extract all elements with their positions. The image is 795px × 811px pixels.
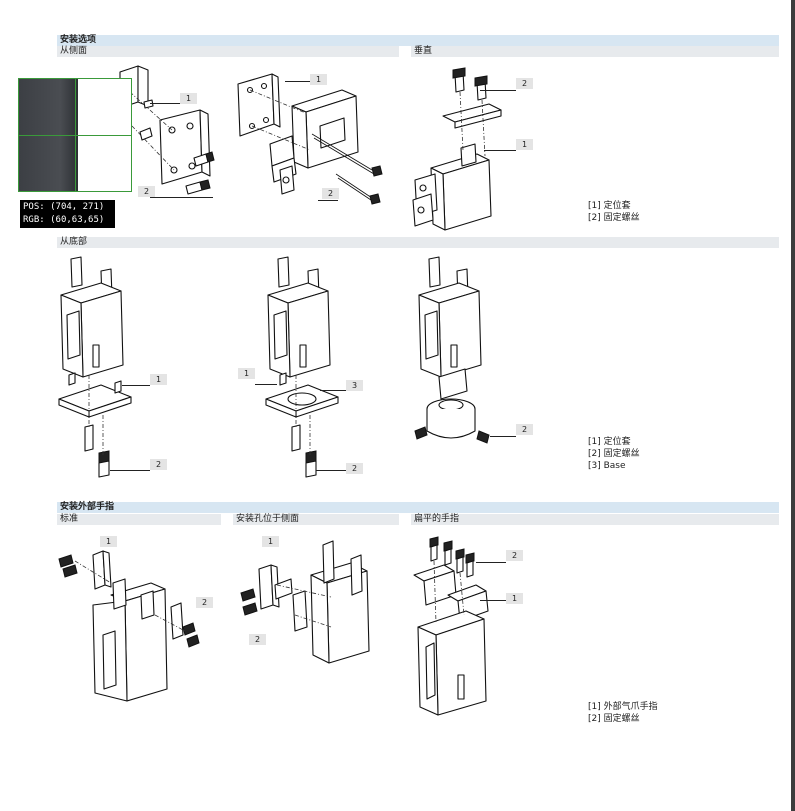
callout-1: 1 bbox=[100, 536, 117, 547]
callout-2: 2 bbox=[150, 459, 167, 470]
callout-1: 1 bbox=[150, 374, 167, 385]
probe-rgb-label: RGB: bbox=[23, 215, 45, 225]
color-probe-magnifier bbox=[18, 78, 132, 192]
callout-2: 2 bbox=[322, 188, 339, 199]
legend-item: [2] 固定螺丝 bbox=[588, 213, 640, 223]
legend-mounting-top: [1] 定位套 [2] 固定螺丝 bbox=[588, 200, 640, 224]
legend-item: [1] 定位套 bbox=[588, 437, 631, 447]
figure-finger-flat bbox=[413, 536, 489, 716]
figure-finger-side-holes bbox=[240, 540, 370, 664]
section-title-fingers: 安装外部手指 bbox=[57, 502, 779, 513]
callout-1: 1 bbox=[506, 593, 523, 604]
callout-1: 1 bbox=[516, 139, 533, 150]
probe-rgb-value: (60,63,65) bbox=[50, 215, 105, 225]
figure-side-mount-a bbox=[119, 65, 215, 195]
subtitle-bottom: 从底部 bbox=[57, 237, 779, 248]
probe-pos-label: POS: bbox=[23, 202, 45, 212]
callout-2: 2 bbox=[506, 550, 523, 561]
callout-2: 2 bbox=[516, 424, 533, 435]
legend-mounting-bottom: [1] 定位套 [2] 固定螺丝 [3] Base bbox=[588, 436, 640, 472]
callout-1: 1 bbox=[262, 536, 279, 547]
probe-pos-value: (704, 271) bbox=[50, 202, 105, 212]
callout-2: 2 bbox=[516, 78, 533, 89]
callout-1: 1 bbox=[310, 74, 327, 85]
legend-item: [1] 定位套 bbox=[588, 201, 631, 211]
callout-2: 2 bbox=[346, 463, 363, 474]
figure-finger-standard bbox=[58, 550, 200, 702]
subtitle-vertical: 垂直 bbox=[411, 46, 779, 57]
subtitle-standard: 标准 bbox=[57, 514, 221, 525]
callout-3: 3 bbox=[346, 380, 363, 391]
subtitle-side-holes: 安装孔位于侧面 bbox=[233, 514, 399, 525]
probe-crosshair-vertical bbox=[75, 79, 76, 191]
figure-bottom-mount-a bbox=[58, 256, 132, 478]
legend-fingers: [1] 外部气爪手指 [2] 固定螺丝 bbox=[588, 701, 658, 725]
callout-2: 2 bbox=[138, 186, 155, 197]
legend-item: [1] 外部气爪手指 bbox=[588, 702, 658, 712]
callout-1: 1 bbox=[180, 93, 197, 104]
color-probe-readout: POS: (704, 271) RGB: (60,63,65) bbox=[20, 200, 115, 228]
figure-bottom-mount-c bbox=[414, 256, 490, 444]
subtitle-flat-fingers: 扁平的手指 bbox=[411, 514, 779, 525]
legend-item: [3] Base bbox=[588, 461, 626, 471]
callout-2: 2 bbox=[196, 597, 213, 608]
figure-side-mount-b bbox=[237, 73, 383, 205]
callout-1: 1 bbox=[238, 368, 255, 379]
figure-vertical-mount bbox=[412, 67, 502, 231]
section-title-mounting: 安装选项 bbox=[57, 35, 779, 46]
page-edge bbox=[791, 0, 795, 811]
subtitle-side: 从侧面 bbox=[57, 46, 399, 57]
legend-item: [2] 固定螺丝 bbox=[588, 714, 640, 724]
callout-2: 2 bbox=[249, 634, 266, 645]
figure-bottom-mount-b bbox=[265, 256, 339, 478]
legend-item: [2] 固定螺丝 bbox=[588, 449, 640, 459]
